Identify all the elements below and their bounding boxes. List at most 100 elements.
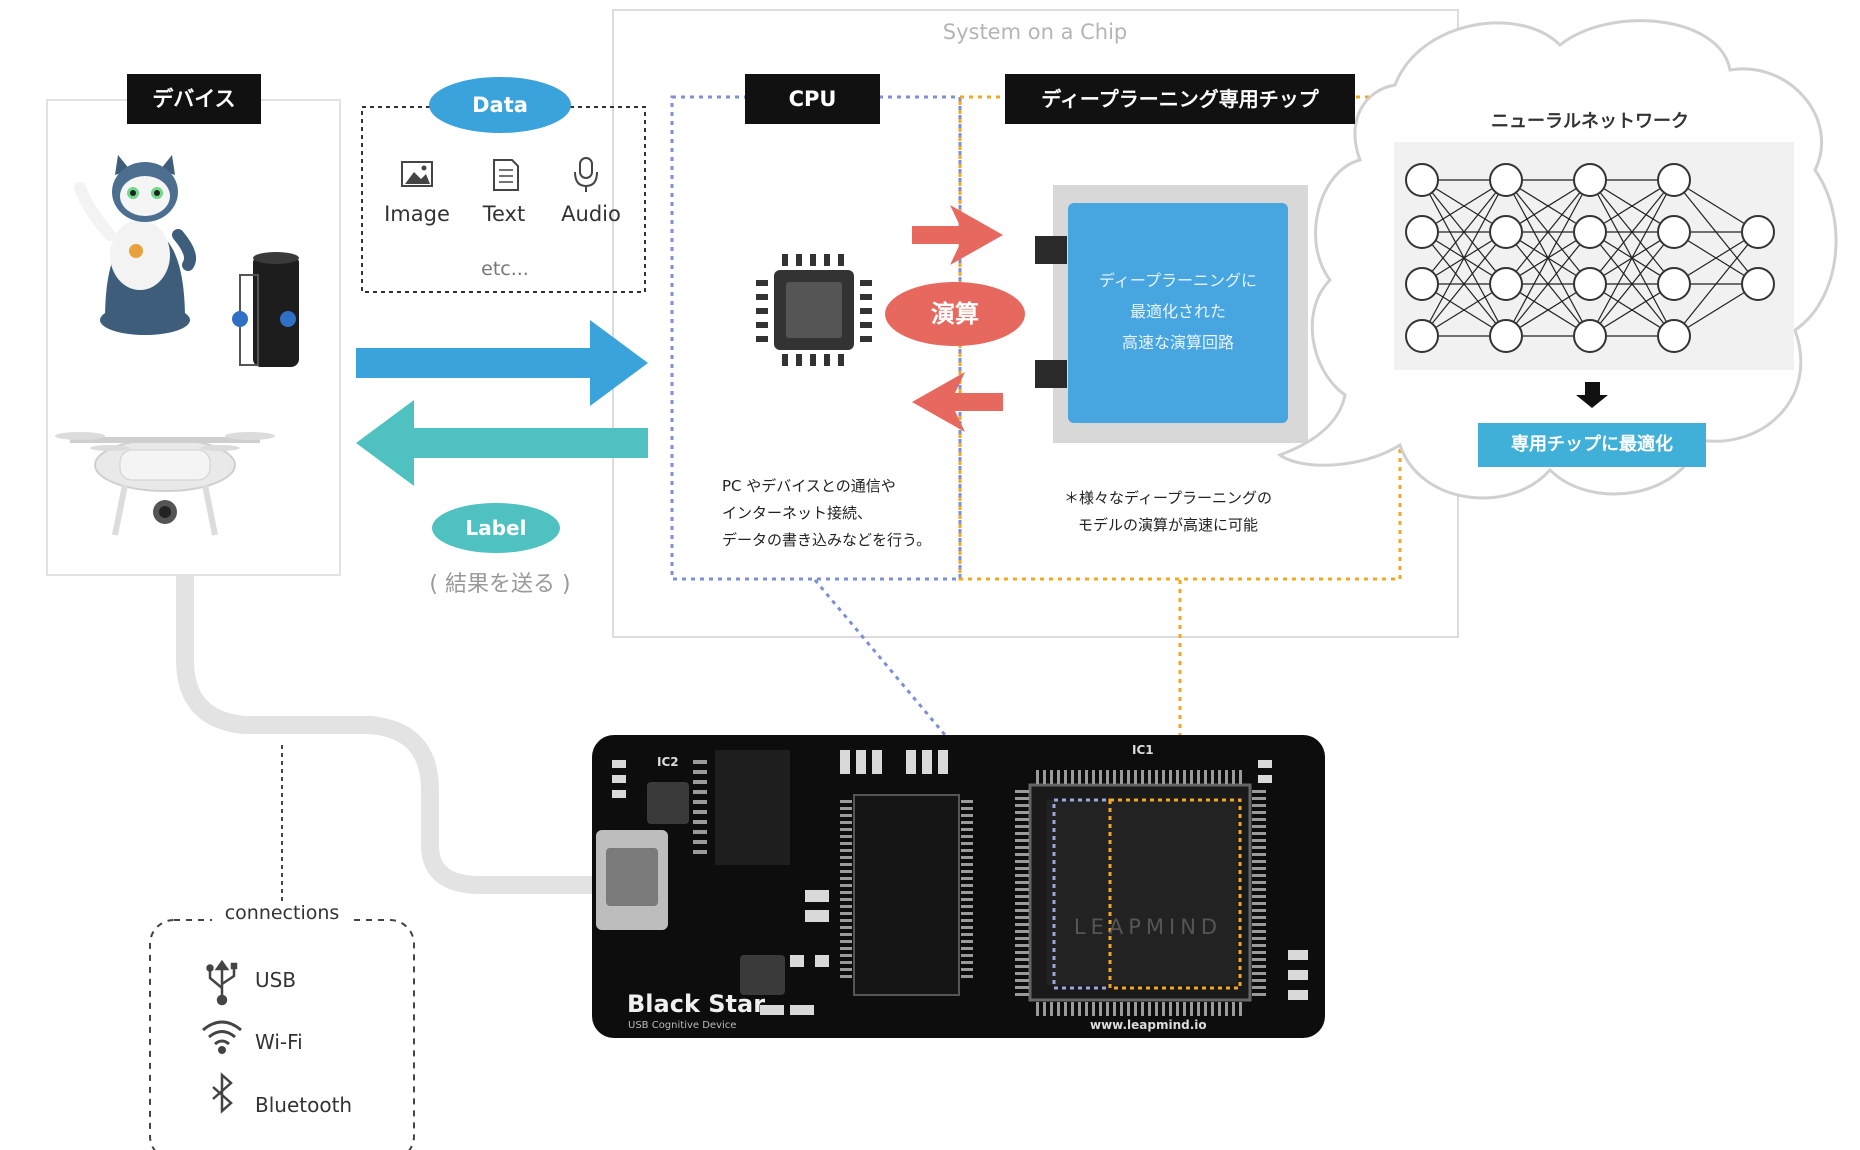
pcb-pin: [1169, 1002, 1172, 1016]
pcb-pin: [1092, 1002, 1095, 1016]
pcb-pin: [693, 820, 707, 824]
neural-node: [1741, 215, 1775, 249]
neural-title: ニューラルネットワーク: [1491, 111, 1689, 132]
wifi-label: Wi-Fi: [255, 1030, 303, 1054]
neural-node: [1489, 215, 1523, 249]
pcb-pin: [1252, 979, 1266, 982]
device-cable: [176, 566, 604, 894]
connections-title: connections: [212, 902, 352, 924]
pcb-pin: [840, 877, 852, 880]
pcb-pin: [961, 940, 973, 943]
pcb-pin: [1015, 839, 1029, 842]
pcb-pin: [1252, 811, 1266, 814]
pcb-pins: [693, 760, 1266, 1016]
pcb-pin: [1252, 846, 1266, 849]
pcb-pin: [1155, 1002, 1158, 1016]
pcb-pin: [1015, 804, 1029, 807]
pcb-pin: [961, 842, 973, 845]
bluetooth-icon: [212, 1072, 233, 1114]
pcb-pin: [1050, 770, 1053, 784]
neural-node: [1573, 267, 1607, 301]
pcb-pin: [1134, 770, 1137, 784]
pcb-pin: [1218, 770, 1221, 784]
pcb-pin: [1252, 881, 1266, 884]
pcb-pin: [961, 912, 973, 915]
pcb-pin: [1252, 797, 1266, 800]
pcb-pin: [1015, 790, 1029, 793]
pcb-pin: [840, 807, 852, 810]
pcb-pin: [1113, 1002, 1116, 1016]
pcb-pin: [1204, 770, 1207, 784]
pcb-pin: [961, 926, 973, 929]
pcb-pin: [1252, 972, 1266, 975]
dl-desc-2: モデルの演算が高速に可能: [1078, 516, 1259, 534]
neural-node: [1405, 267, 1439, 301]
pcb-pin: [1252, 832, 1266, 835]
pcb-pin: [1120, 770, 1123, 784]
pcb-board-image: [592, 735, 1325, 1038]
microphone-icon: [574, 157, 598, 192]
pcb-pin: [961, 856, 973, 859]
neural-edge: [1589, 231, 1675, 337]
neural-node: [1405, 319, 1439, 353]
pcb-pin: [1015, 825, 1029, 828]
cpu-desc-1: PC やデバイスとの通信や: [722, 477, 896, 495]
pcb-pin: [1252, 895, 1266, 898]
optimize-chip-button: [1478, 423, 1706, 467]
pcb-pin: [1239, 1002, 1242, 1016]
pcb-pin: [840, 863, 852, 866]
pcb-pin: [840, 940, 852, 943]
pcb-pin: [1252, 937, 1266, 940]
text-label: Text: [482, 202, 526, 226]
pcb-pin: [1232, 770, 1235, 784]
board-url: www.leapmind.io: [1090, 1018, 1207, 1032]
red-arrow-right: [912, 205, 1003, 265]
pcb-pin: [1252, 839, 1266, 842]
smart-speaker-image: [232, 252, 299, 367]
pcb-pin: [1127, 1002, 1130, 1016]
pcb-pin: [693, 790, 707, 794]
cpu-desc-3: データの書き込みなどを行う。: [722, 531, 932, 549]
pcb-pin: [840, 856, 852, 859]
pcb-pin: [840, 919, 852, 922]
usb-icon: [206, 959, 238, 1006]
red-arrow-left: [912, 372, 1003, 432]
board-ic2-label: IC2: [657, 755, 679, 769]
pcb-pin: [1176, 1002, 1179, 1016]
neural-node: [1489, 267, 1523, 301]
pcb-pin: [1162, 770, 1165, 784]
neural-edge: [1505, 231, 1591, 337]
pcb-pin: [961, 947, 973, 950]
pcb-pin: [1015, 888, 1029, 891]
neural-node: [1573, 215, 1607, 249]
pcb-pin: [1057, 770, 1060, 784]
neural-edge: [1589, 179, 1675, 285]
pcb-pin: [1015, 965, 1029, 968]
label-note: ( 結果を送る ): [429, 572, 571, 597]
pcb-pin: [1252, 944, 1266, 947]
neural-node: [1405, 163, 1439, 197]
drone-image: [55, 432, 275, 536]
pcb-pin: [693, 850, 707, 854]
pcb-pin: [1015, 881, 1029, 884]
pcb-pin: [1252, 958, 1266, 961]
pcb-pin: [840, 891, 852, 894]
pcb-pin: [1252, 965, 1266, 968]
compute-badge-label: 演算: [931, 300, 979, 328]
pcb-pin: [1155, 770, 1158, 784]
soc-label: System on a Chip: [942, 20, 1128, 44]
pcb-pin: [1078, 1002, 1081, 1016]
pcb-pin: [961, 807, 973, 810]
pcb-pin: [1252, 930, 1266, 933]
pcb-pin: [840, 954, 852, 957]
pcb-pin: [1134, 1002, 1137, 1016]
pcb-pin: [1162, 1002, 1165, 1016]
pcb-pin: [1015, 902, 1029, 905]
pcb-pin: [1225, 1002, 1228, 1016]
pcb-pin: [1015, 930, 1029, 933]
pcb-pin: [961, 919, 973, 922]
pcb-pin: [1204, 1002, 1207, 1016]
pcb-pin: [840, 800, 852, 803]
pcb-pin: [1015, 986, 1029, 989]
pcb-pin: [961, 849, 973, 852]
